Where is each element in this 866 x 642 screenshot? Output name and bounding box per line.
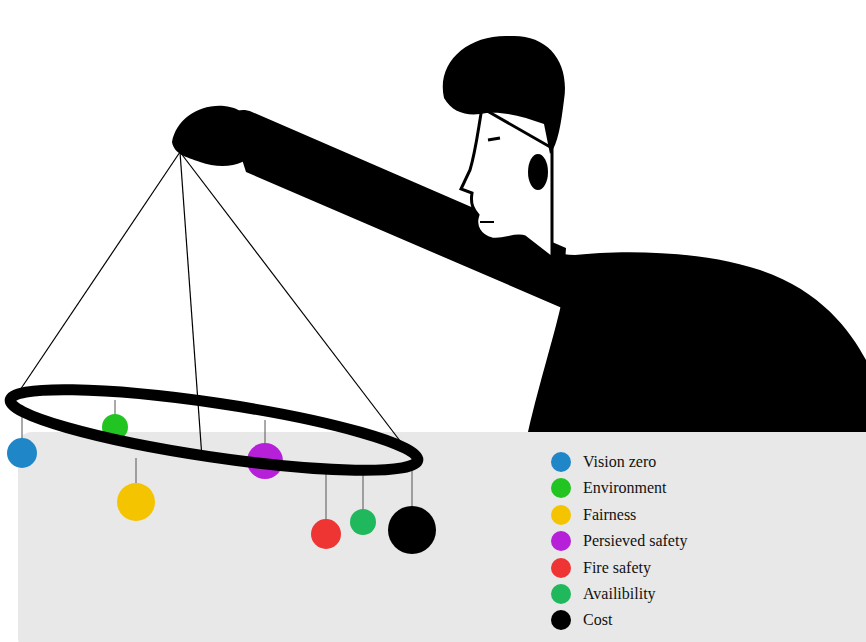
legend-swatch [551,531,571,551]
ear-silhouette [528,154,548,190]
legend-label: Vision zero [583,453,656,471]
thread-line [363,470,364,510]
legend-entry: Fire safety [551,557,651,579]
eye-mark [488,138,500,140]
legend-label: Availibility [583,585,656,603]
thread-line [326,470,327,520]
legend-panel [18,432,866,642]
face-profile [461,108,552,258]
legend-label: Fire safety [583,559,651,577]
legend-entry: Vision zero [551,451,656,473]
legend-swatch [551,558,571,578]
legend-label: Fairness [583,506,636,524]
thread-line [412,466,413,506]
mouth-mark [480,221,494,223]
legend-swatch [551,452,571,472]
legend-swatch [551,478,571,498]
legend-entry: Persieved safety [551,530,687,552]
mobile-ball [7,438,37,468]
mobile-ball [311,519,341,549]
mobile-ball [388,506,436,554]
legend-label: Persieved safety [583,532,687,550]
thread-line [265,420,266,444]
string-line [180,152,410,454]
legend-entry: Cost [551,609,612,631]
hair-silhouette [443,36,565,154]
legend-swatch [551,610,571,630]
mobile-strings [16,152,410,458]
legend-swatch [551,584,571,604]
legend-label: Environment [583,479,667,497]
body-silhouette [520,240,866,432]
legend-entry: Environment [551,477,667,499]
legend-label: Cost [583,611,612,629]
thread-line [115,400,116,415]
legend-entry: Fairness [551,504,636,526]
mobile-ball [350,509,376,535]
legend-entry: Availibility [551,583,656,605]
string-line [16,152,180,396]
mobile-ring [6,373,421,487]
thread-line [136,458,137,484]
legend-swatch [551,505,571,525]
string-line [180,152,202,458]
mobile-ball [117,483,155,521]
